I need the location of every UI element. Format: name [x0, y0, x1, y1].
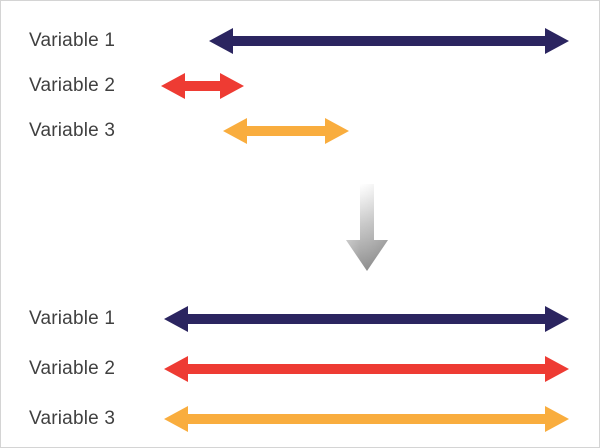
arrow-down-icon [346, 184, 388, 271]
variable-row-2-before: Variable 2 [1, 61, 599, 111]
variable-row-1-before: Variable 1 [1, 16, 599, 66]
variable-3-label-before: Variable 3 [29, 120, 116, 141]
variable-1-label-before: Variable 1 [29, 30, 116, 51]
double-headed-arrow-icon-variable-3-after [164, 406, 569, 432]
variable-2-label-after: Variable 2 [29, 358, 116, 379]
variable-row-1-after: Variable 1 [1, 294, 599, 344]
variable-row-2-after: Variable 2 [1, 344, 599, 394]
variable-row-3-after: Variable 3 [1, 394, 599, 444]
double-headed-arrow-icon-variable-3-before [223, 118, 349, 144]
transition-arrow-container [345, 184, 389, 272]
variable-2-label-before: Variable 2 [29, 75, 116, 96]
before-rescaling-panel: Variable 1 Variable 2 Variable 3 [1, 1, 599, 171]
double-headed-arrow-icon-variable-2-after [164, 356, 569, 382]
after-rescaling-panel: Variable 1 Variable 2 Variable 3 [1, 286, 599, 447]
variable-1-label-after: Variable 1 [29, 308, 116, 329]
variable-3-label-after: Variable 3 [29, 408, 116, 429]
double-headed-arrow-icon-variable-2-before [161, 73, 244, 99]
variable-row-3-before: Variable 3 [1, 106, 599, 156]
double-headed-arrow-icon-variable-1-before [209, 28, 569, 54]
transition-panel [1, 171, 599, 286]
double-headed-arrow-icon-variable-1-after [164, 306, 569, 332]
